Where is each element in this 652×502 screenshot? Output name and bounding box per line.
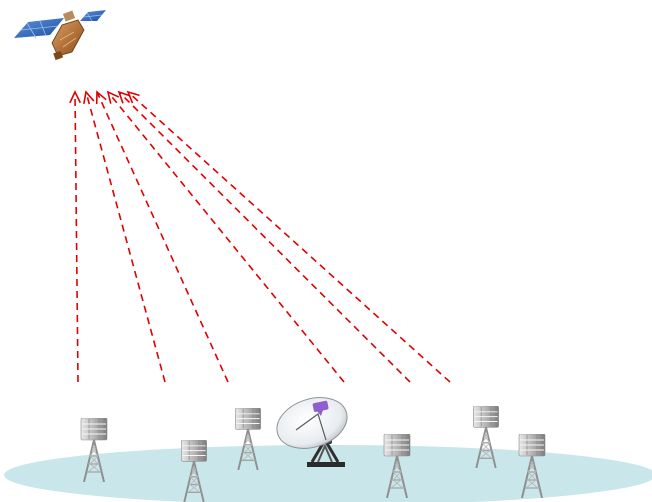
link-line: [128, 92, 450, 382]
link-line: [75, 92, 78, 382]
link-lines: [70, 92, 450, 382]
link-line: [108, 92, 344, 382]
satellite-icon: [14, 10, 106, 60]
link-line: [86, 92, 165, 382]
link-arrowhead: [97, 92, 107, 104]
